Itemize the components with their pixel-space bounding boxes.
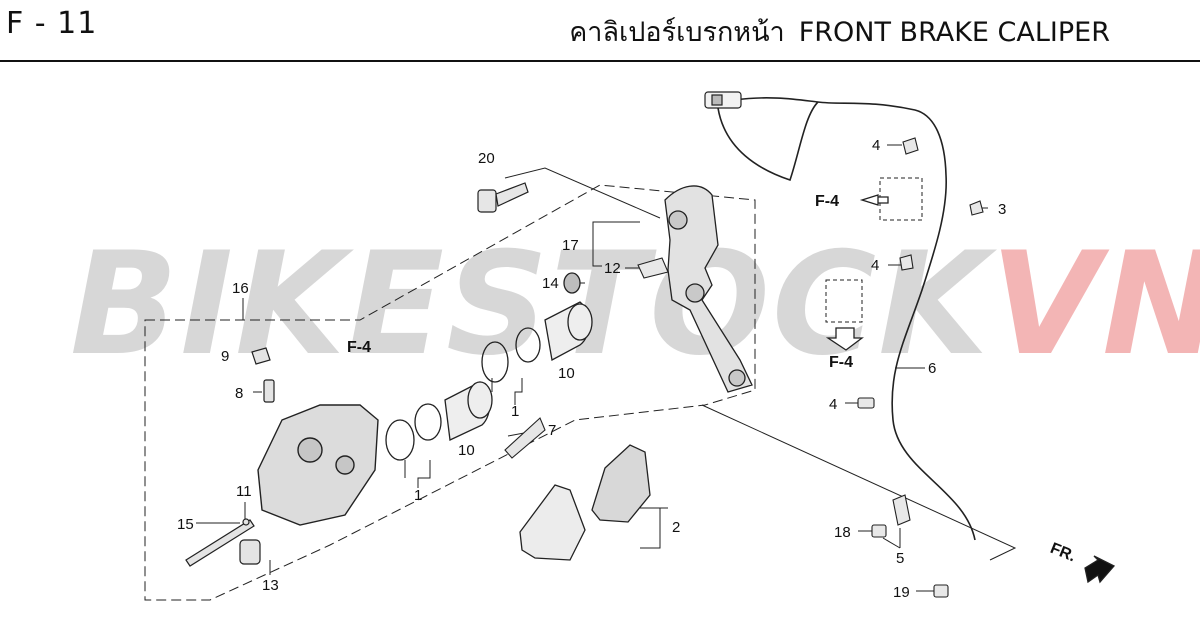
callout-8: 8 — [235, 385, 243, 402]
page-title: คาลิเปอร์เบรกหน้า FRONT BRAKE CALIPER — [569, 10, 1110, 53]
pad-spring-part — [504, 417, 546, 459]
leader-lines — [196, 144, 1017, 592]
ref-arrows — [825, 194, 1116, 584]
watermark: BIKESTOCKVN — [70, 222, 1200, 387]
callout-17: 17 — [562, 237, 579, 254]
callout-20: 20 — [478, 150, 495, 167]
callout-2: 2 — [672, 519, 680, 536]
pistons — [444, 301, 593, 441]
sensor-connector — [704, 91, 742, 109]
callout-11: 11 — [236, 483, 252, 500]
title-thai: คาลิเปอร์เบรกหน้า — [569, 17, 785, 48]
brake-pads-part — [519, 444, 651, 561]
callout-18: 18 — [834, 524, 851, 541]
callout-14: 14 — [542, 275, 559, 292]
callout-12: 12 — [604, 260, 621, 277]
piston-seal-group — [385, 272, 581, 461]
bolt-20-part — [477, 182, 529, 213]
callout-10-upper: 10 — [558, 365, 575, 382]
speed-sensor-wire — [717, 97, 976, 541]
assembly-outline — [144, 184, 756, 601]
title-english: FRONT BRAKE CALIPER — [798, 17, 1110, 48]
callout-10-lower: 10 — [458, 442, 475, 459]
callout-19: 19 — [893, 584, 910, 601]
callout-5: 5 — [896, 550, 904, 567]
callout-15: 15 — [177, 516, 194, 533]
ref-f4-clamp: F-4 — [815, 193, 839, 210]
callout-3: 3 — [998, 201, 1006, 218]
callout-13: 13 — [262, 577, 279, 594]
callout-6: 6 — [928, 360, 936, 377]
callout-1-lower: 1 — [414, 487, 422, 504]
callout-4-top: 4 — [872, 137, 880, 154]
section-refs: F-4 F-4 F-4 FR. — [347, 193, 1078, 565]
header-divider — [0, 60, 1200, 62]
callout-9: 9 — [221, 348, 229, 365]
caliper-body-part — [257, 404, 379, 526]
direction-label: FR. — [1048, 540, 1078, 565]
caliper-pins — [185, 347, 275, 567]
watermark-bikestock: BIKESTOCK — [70, 222, 991, 387]
callout-1-upper: 1 — [511, 403, 519, 420]
callout-16: 16 — [232, 280, 249, 297]
ref-f4-caliper: F-4 — [347, 339, 371, 356]
caliper-bracket-part — [664, 185, 753, 393]
ref-f4-guide: F-4 — [829, 354, 853, 371]
watermark-vn: VN — [990, 222, 1200, 387]
callout-4-low: 4 — [829, 396, 837, 413]
wire-clamps — [637, 137, 984, 598]
callout-labels: 20 17 12 14 16 9 8 10 10 1 1 7 11 15 13 … — [177, 137, 1006, 601]
page-code: F - 11 — [6, 6, 98, 41]
callout-7: 7 — [548, 422, 556, 439]
callout-4-mid: 4 — [871, 257, 879, 274]
